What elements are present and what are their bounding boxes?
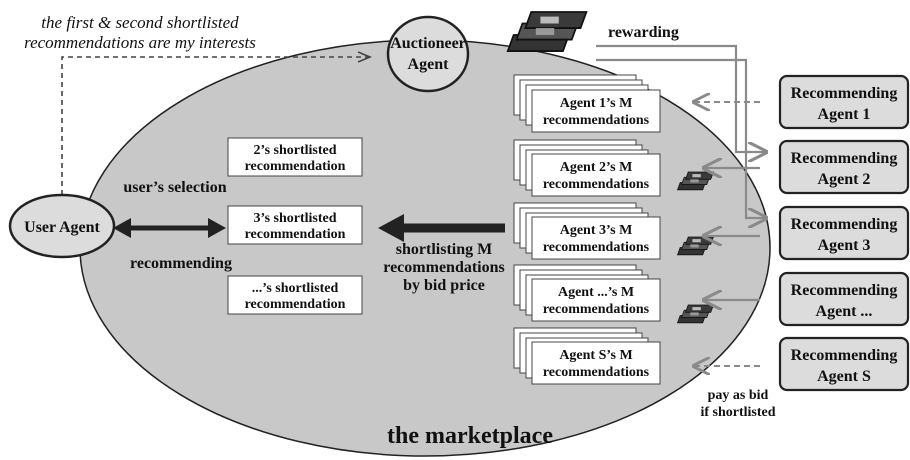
- user-note-line1: the first & second shortlisted: [41, 13, 239, 32]
- svg-text:Agent ...’s M: Agent ...’s M: [558, 285, 634, 300]
- svg-text:recommendations: recommendations: [543, 113, 650, 128]
- recommending-agent-box: Recommending Agent 1: [778, 74, 910, 130]
- svg-text:...’s shortlisted: ...’s shortlisted: [252, 281, 339, 296]
- rewarding-label: rewarding: [608, 24, 679, 41]
- shortlisted-recommendation: 3’s shortlisted recommendation: [227, 205, 363, 245]
- shortlisting-line3: by bid price: [403, 277, 485, 294]
- shortlisted-recommendation: 2’s shortlisted recommendation: [227, 137, 363, 177]
- svg-text:Agent 3: Agent 3: [818, 237, 871, 254]
- double-arrow-right-head-icon: [208, 218, 226, 238]
- shortlisting-line1: shortlisting M: [396, 241, 492, 258]
- svg-text:Recommending: Recommending: [791, 216, 898, 233]
- svg-text:Recommending: Recommending: [791, 282, 898, 299]
- shortlisting-line2: recommendations: [383, 259, 504, 276]
- svg-text:recommendations: recommendations: [543, 177, 650, 192]
- pay-label-line1: pay as bid: [708, 388, 769, 403]
- shortlisted-recommendation: ...’s shortlisted recommendation: [227, 275, 363, 315]
- svg-text:recommendation: recommendation: [245, 159, 346, 174]
- svg-text:Recommending: Recommending: [791, 150, 898, 167]
- agent-recommendations-stack: Agent 3’s M recommendations: [513, 202, 661, 260]
- recommending-agent-box: Recommending Agent ...: [778, 271, 910, 327]
- svg-text:recommendation: recommendation: [245, 297, 346, 312]
- svg-text:Recommending: Recommending: [791, 347, 898, 364]
- user-to-auctioneer-dashed-arrow: [61, 56, 368, 195]
- double-arrow-left-head-icon: [113, 218, 131, 238]
- svg-text:3’s shortlisted: 3’s shortlisted: [253, 211, 336, 226]
- reward-arrow-agent3: [596, 58, 766, 218]
- svg-text:Agent S: Agent S: [817, 368, 871, 385]
- svg-text:recommendations: recommendations: [543, 240, 650, 255]
- pay-label-line2: if shortlisted: [700, 405, 775, 420]
- svg-text:2’s shortlisted: 2’s shortlisted: [253, 143, 336, 158]
- auctioneer-agent-node: [386, 15, 470, 93]
- auctioneer-line2: Agent: [408, 56, 450, 73]
- svg-text:Agent ...: Agent ...: [816, 303, 873, 320]
- user-note-line2: recommendations are my interests: [24, 33, 256, 52]
- user-selection-label: user’s selection: [123, 179, 226, 196]
- marketplace-label: the marketplace: [387, 423, 553, 449]
- svg-text:recommendation: recommendation: [245, 227, 346, 242]
- auctioneer-line1: Auctioneer: [390, 35, 466, 52]
- svg-text:Agent 1: Agent 1: [818, 106, 871, 123]
- recommending-label: recommending: [130, 255, 232, 272]
- dashed-arrowhead-icon: [357, 51, 373, 63]
- reward-arrow-agent2: [596, 44, 766, 152]
- agent-recommendations-stack: Agent ...’s M recommendations: [513, 264, 661, 322]
- svg-text:Agent 1’s M: Agent 1’s M: [560, 96, 633, 111]
- svg-text:Agent S’s M: Agent S’s M: [559, 348, 632, 363]
- user-agent-label: User Agent: [24, 219, 100, 236]
- user-agent-node: [8, 193, 116, 259]
- recommending-agent-box: Recommending Agent S: [778, 336, 910, 392]
- money-stack-icon: [506, 10, 588, 53]
- svg-text:Agent 2: Agent 2: [818, 171, 871, 188]
- recommending-agent-box: Recommending Agent 3: [778, 205, 910, 261]
- svg-text:Recommending: Recommending: [791, 85, 898, 102]
- svg-text:recommendations: recommendations: [543, 302, 650, 317]
- svg-text:Agent 2’s M: Agent 2’s M: [560, 160, 633, 175]
- recommending-agent-box: Recommending Agent 2: [778, 139, 910, 195]
- agent-recommendations-stack: Agent 2’s M recommendations: [513, 139, 661, 197]
- agent-recommendations-stack: Agent 1’s M recommendations: [513, 74, 661, 133]
- svg-text:recommendations: recommendations: [543, 365, 650, 380]
- svg-text:Agent 3’s M: Agent 3’s M: [560, 223, 633, 238]
- agent-recommendations-stack: Agent S’s M recommendations: [513, 327, 661, 385]
- shortlisting-arrowhead-icon: [378, 214, 404, 242]
